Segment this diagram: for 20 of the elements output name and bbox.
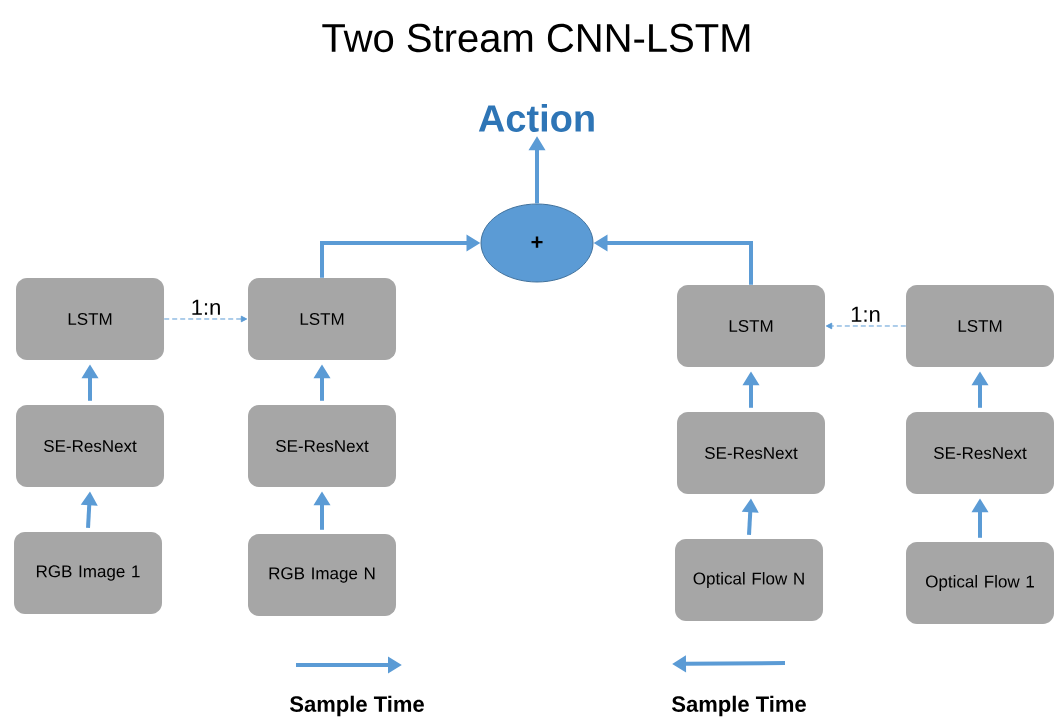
process-box: Optical Flow 1 (906, 542, 1054, 624)
process-box: LSTM (16, 278, 164, 360)
process-box: SE-ResNext (248, 405, 396, 487)
edge-label: 1:n (189, 298, 223, 316)
process-box: Optical Flow N (675, 539, 823, 621)
arrow (825, 322, 907, 330)
edge-label: 1:n (849, 305, 882, 323)
axis-caption: Sample Time (290, 695, 424, 717)
process-box: SE-ResNext (906, 412, 1054, 494)
process-box: RGB Image 1 (14, 532, 162, 614)
process-box: LSTM (677, 285, 825, 367)
process-box: LSTM (248, 278, 396, 360)
process-box: LSTM (906, 285, 1054, 367)
process-box: SE-ResNext (16, 405, 164, 487)
arrow (163, 315, 248, 323)
title: Two Stream CNN-LSTM (322, 23, 750, 53)
process-box: SE-ResNext (677, 412, 825, 494)
output-label: Action (478, 104, 594, 132)
axis-caption: Sample Time (671, 695, 806, 717)
process-box: RGB Image N (248, 534, 396, 616)
